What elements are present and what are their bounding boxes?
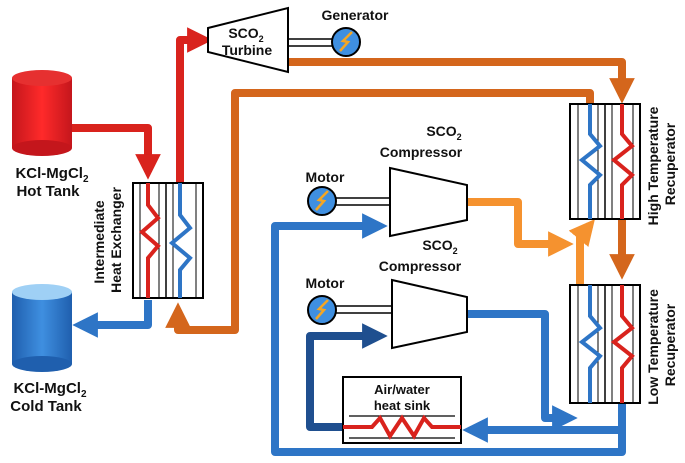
htr-label: High Temperature [645, 106, 661, 225]
piping [70, 27, 635, 456]
turbine-subscript: 2 [259, 34, 264, 44]
ltr-cold-coil [578, 285, 603, 403]
main-compressor-label-2: Compressor [380, 144, 463, 160]
turbine-label-2: Turbine [222, 42, 273, 58]
ltr-label: Low Temperature [645, 289, 661, 405]
htr-to-ihx-pipe [165, 89, 594, 334]
svg-text:Low Temperature Recupera: Low Temperature Recuperator [645, 285, 678, 405]
main-compressor: SCO2 Compressor [380, 123, 468, 238]
motor-top-shaft [336, 197, 390, 206]
cold-tank-subscript: 2 [81, 389, 87, 400]
main-compressor-label: SCO [426, 123, 456, 139]
turbine: SCO2 Turbine [207, 6, 289, 74]
motor-bottom-shaft [336, 305, 392, 314]
heatsink-to-compressor-pipe [306, 323, 388, 431]
svg-text:SCO2: SCO2 [422, 237, 457, 256]
ihx-hot-coil [138, 183, 161, 298]
motor-top-label: Motor [306, 169, 345, 185]
recompressor-label-2: Compressor [379, 258, 462, 274]
recompressor-subscript: 2 [453, 246, 458, 256]
generator: Generator [322, 7, 389, 57]
cold-tank-label-2: Cold Tank [10, 398, 82, 415]
hot-sco2-pipe [176, 27, 213, 183]
motor-bottom-label: Motor [306, 275, 345, 291]
heat-sink-label: Air/water [374, 382, 430, 397]
heat-sink: Air/water heat sink [342, 376, 462, 444]
htr-cold-coil [578, 104, 603, 219]
compressor-outlet-pipe [467, 310, 578, 431]
hot-tank-label-2: Hot Tank [16, 183, 80, 200]
lightning-icon [315, 299, 329, 320]
lightning-icon [315, 190, 329, 211]
svg-text:KCl-MgCl2: KCl-MgCl2 [15, 165, 89, 185]
htr-hot-coil [610, 104, 635, 219]
ltr-hot-coil [610, 285, 635, 403]
htr-label-2: Recuperator [662, 122, 678, 205]
hot-tank: KCl-MgCl2 Hot Tank [12, 70, 89, 200]
lightning-icon [339, 31, 353, 52]
svg-text:SCO2: SCO2 [228, 25, 263, 44]
recompressor: SCO2 Compressor [379, 237, 468, 350]
ihx-label-2: Heat Exchanger [108, 187, 124, 293]
ihx-label: Intermediate [91, 200, 107, 283]
heat-sink-coil [343, 414, 461, 440]
motor-bottom: Motor [306, 275, 345, 325]
hot-tank-subscript: 2 [83, 174, 89, 185]
ihx-cold-coil [168, 183, 193, 298]
low-temperature-recuperator: Low Temperature Recuperator [569, 284, 678, 405]
cold-salt-pipe [72, 300, 152, 338]
svg-text:Intermediate Heat Exchan: Intermediate Heat Exchanger [91, 187, 124, 293]
motor-top: Motor [306, 169, 345, 216]
ltr-label-2: Recuperator [662, 303, 678, 386]
heat-sink-label-2: heat sink [374, 398, 431, 413]
svg-text:SCO2: SCO2 [426, 123, 461, 142]
ltr-to-main-compressor-pipe [271, 213, 626, 456]
hot-tank-label: KCl-MgCl [15, 165, 83, 182]
svg-text:High Temperature Recuper: High Temperature Recuperator [645, 103, 678, 226]
hot-salt-pipe [70, 124, 161, 180]
main-compressor-subscript: 2 [457, 132, 462, 142]
ltr-to-htr-pipe [568, 219, 595, 285]
cold-tank-label: KCl-MgCl [13, 380, 81, 397]
turbine-exhaust-pipe [288, 58, 635, 104]
intermediate-heat-exchanger: Intermediate Heat Exchanger [91, 182, 204, 299]
turbine-label: SCO [228, 25, 258, 41]
main-compressor-outlet-pipe [467, 198, 574, 257]
generator-shaft [288, 38, 332, 47]
high-temperature-recuperator: High Temperature Recuperator [569, 103, 678, 226]
recompressor-label: SCO [422, 237, 452, 253]
generator-label: Generator [322, 7, 389, 23]
cold-tank: KCl-MgCl2 Cold Tank [10, 284, 87, 415]
svg-text:KCl-MgCl2: KCl-MgCl2 [13, 380, 87, 400]
